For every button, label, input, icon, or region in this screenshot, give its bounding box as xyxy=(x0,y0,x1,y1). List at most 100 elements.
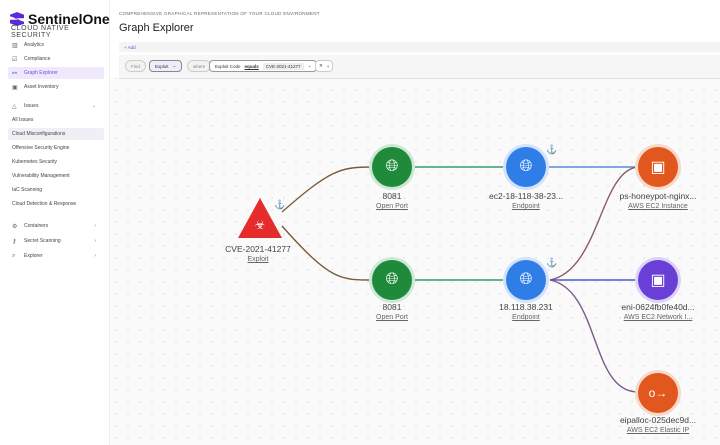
node-type-link[interactable]: AWS EC2 Network I... xyxy=(623,314,693,321)
label: Offensive Security Engine xyxy=(12,145,70,151)
sidebar-item-explorer[interactable]: ⌕Explorer› xyxy=(8,250,104,262)
label: IaC Scanning xyxy=(12,187,43,193)
elastic-ip-node[interactable]: o→ xyxy=(638,373,678,413)
node-label: ps-honeypot-nginx... AWS EC2 Instance xyxy=(619,191,696,210)
sidebar-item-analytics[interactable]: ▥ Analytics xyxy=(8,39,104,51)
sidebar-item-compliance[interactable]: ☑ Compliance xyxy=(8,53,104,65)
endpoint-node[interactable]: 🌐︎ xyxy=(506,147,546,187)
entity-select[interactable]: Exploit⌄ xyxy=(149,60,183,72)
label: Analytics xyxy=(24,42,45,48)
node-value: ec2-18-118-38-23... xyxy=(488,191,564,201)
edge xyxy=(281,225,373,281)
endpoint-node[interactable]: 🌐︎ xyxy=(506,260,546,300)
sidebar: SentinelOne CLOUD NATIVE SECURITY ▥ Analy… xyxy=(0,0,110,445)
sidebar-item-cloud-misconfigurations[interactable]: Cloud Misconfigurations xyxy=(8,128,104,140)
filter-actions: ✕+ xyxy=(315,60,334,72)
globe-icon: 🌐︎ xyxy=(519,271,533,288)
node-value: 8081 xyxy=(382,191,402,201)
label: Explorer xyxy=(24,253,43,259)
label: Asset Inventory xyxy=(24,84,59,90)
sentinelone-logo[interactable]: SentinelOne xyxy=(10,11,110,27)
add-button[interactable]: + Add xyxy=(119,42,720,52)
chevron-down-icon: ⌄ xyxy=(91,103,96,109)
warning-icon: △ xyxy=(12,103,17,110)
find-label: Find xyxy=(125,60,146,72)
sidebar-item-cloud-detection-response[interactable]: Cloud Detection & Response xyxy=(8,198,104,210)
sidebar-item-secret-scanning[interactable]: ⚷ Secret Scanning › xyxy=(8,235,104,247)
chip-icon: ▣ xyxy=(650,272,666,289)
chart-icon: ▥ xyxy=(12,42,18,49)
sidebar-item-all-issues[interactable]: All Issues xyxy=(8,114,104,126)
node-label: ec2-18-118-38-23... Endpoint xyxy=(489,191,563,210)
sidebar-item-vulnerability-management[interactable]: Vulnerability Management xyxy=(8,170,104,182)
label: Cloud Misconfigurations xyxy=(12,131,66,137)
label: Cloud Detection & Response xyxy=(12,201,77,207)
search-icon: ⌕ xyxy=(12,252,16,259)
graph-icon: ⚯ xyxy=(12,70,18,77)
label: Issues xyxy=(24,103,39,109)
open-port-node[interactable]: 🌐︎ xyxy=(372,260,412,300)
anchor-icon: ⚓ xyxy=(274,199,286,210)
label: Compliance xyxy=(24,56,51,62)
node-type-link[interactable]: Endpoint xyxy=(512,203,540,210)
node-value: 8081 xyxy=(382,302,402,312)
checkbox-icon: ☑ xyxy=(12,56,18,63)
close-icon[interactable]: ✕ xyxy=(319,63,323,68)
node-value: CVE-2021-41277 xyxy=(225,244,291,254)
node-value: ps-honeypot-nginx... xyxy=(619,191,697,201)
operator[interactable]: equals xyxy=(244,63,259,69)
add-icon[interactable]: + xyxy=(326,63,330,69)
node-value: eipalloc-025dec9d... xyxy=(619,415,697,425)
edge xyxy=(281,166,373,213)
chevron-right-icon: › xyxy=(94,238,96,244)
edge xyxy=(549,279,639,393)
page-subtitle: COMPREHENSIVE GRAPHICAL REPRESENTATION O… xyxy=(119,11,320,16)
sidebar-item-graph-explorer[interactable]: ⚯Graph Explorer xyxy=(8,67,104,79)
label: Vulnerability Management xyxy=(12,173,70,179)
node-value: eni-0624fb0fe40d... xyxy=(621,302,695,312)
key-icon: ⚷ xyxy=(12,238,17,245)
sidebar-item-iac-scanning[interactable]: IaC Scanning xyxy=(8,184,104,196)
node-label: eipalloc-025dec9d... AWS EC2 Elastic IP xyxy=(620,415,696,434)
node-type-link[interactable]: Endpoint xyxy=(512,314,540,321)
network-interface-node[interactable]: ▣ xyxy=(638,260,678,300)
chevron-down-icon: ⌄ xyxy=(172,63,177,68)
brand-name: SentinelOne xyxy=(28,11,110,27)
ec2-instance-node[interactable]: ▣ xyxy=(638,147,678,187)
value[interactable]: CVE-2021-41277 xyxy=(262,62,304,70)
chip-icon: ▣ xyxy=(650,159,666,176)
chevron-right-icon: › xyxy=(94,223,96,229)
logo-icon xyxy=(10,12,24,26)
node-type-link[interactable]: Open Port xyxy=(376,314,408,321)
node-type-link[interactable]: Open Port xyxy=(376,203,408,210)
label: Secret Scanning xyxy=(24,238,61,244)
chevron-down-icon: ⌄ xyxy=(307,63,312,68)
sidebar-item-offensive-security-engine[interactable]: Offensive Security Engine xyxy=(8,142,104,154)
field: Exploit Code xyxy=(215,63,241,69)
label: Containers xyxy=(24,223,49,229)
sidebar-item-issues[interactable]: △ Issues ⌄ xyxy=(8,100,104,112)
container-icon: ⚙ xyxy=(12,223,18,230)
brand-subtitle: CLOUD NATIVE SECURITY xyxy=(11,25,70,39)
sidebar-item-containers[interactable]: ⚙ Containers › xyxy=(8,220,104,232)
graph-canvas[interactable]: COMPREHENSIVE GRAPHICAL REPRESENTATION O… xyxy=(110,0,720,445)
globe-icon: 🌐︎ xyxy=(385,271,399,288)
sidebar-item-kubernetes-security[interactable]: Kubernetes Security xyxy=(8,156,104,168)
node-type-link[interactable]: Exploit xyxy=(247,256,269,263)
key-arrow-icon: o→ xyxy=(648,386,668,400)
page-title: Graph Explorer xyxy=(119,22,194,34)
node-type-link[interactable]: AWS EC2 Instance xyxy=(628,203,688,210)
anchor-icon: ⚓ xyxy=(546,257,558,268)
open-port-node[interactable]: 🌐︎ xyxy=(372,147,412,187)
node-type-link[interactable]: AWS EC2 Elastic IP xyxy=(626,427,690,434)
page-header: COMPREHENSIVE GRAPHICAL REPRESENTATION O… xyxy=(110,0,720,79)
sidebar-item-asset-inventory[interactable]: ▣Asset Inventory xyxy=(8,81,104,93)
node-value: 18.118.38.231 xyxy=(499,302,553,312)
